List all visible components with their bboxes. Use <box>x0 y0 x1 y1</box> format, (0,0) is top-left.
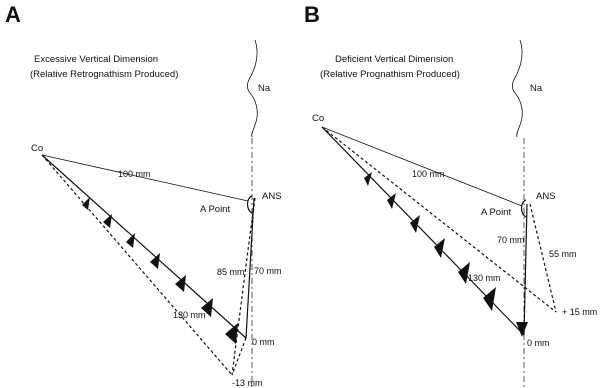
arrow-icon <box>175 275 186 292</box>
panel-a-bottom-dashed <box>231 337 247 376</box>
arrow-icon <box>150 253 160 269</box>
panel-b-co-to-plus15-line <box>321 126 557 313</box>
panel-b: B Deficient Vertical Dimension (Relative… <box>304 2 597 388</box>
arrow-icon <box>410 215 420 233</box>
panel-b-rotation-arrows <box>364 172 528 337</box>
arrow-icon <box>126 233 135 248</box>
panel-b-130mm-label: 130 mm <box>468 273 501 283</box>
panel-a-facial-profile <box>247 39 258 138</box>
arrow-icon <box>82 197 90 210</box>
panel-b-co-to-zero-line <box>321 126 525 336</box>
arrow-icon <box>516 322 528 337</box>
panel-b-subtitle: (Relative Prognathism Produced) <box>320 69 460 80</box>
panel-b-title: Deficient Vertical Dimension <box>335 54 453 65</box>
arrow-icon <box>483 287 496 311</box>
panel-a: A Excessive Vertical Dimension (Relative… <box>5 2 282 388</box>
panel-b-na-label: Na <box>530 83 543 94</box>
panel-b-100mm-label: 100 mm <box>412 169 445 179</box>
panel-a-co-to-zero-line <box>41 154 247 339</box>
arrow-icon <box>434 238 445 258</box>
panel-a-co-a-line <box>41 154 249 202</box>
panel-b-ans-to-plus15-line <box>529 203 557 313</box>
panel-a-rotation-arrows <box>82 197 238 344</box>
panel-a-title: Excessive Vertical Dimension <box>34 54 158 65</box>
panel-a-130mm-label: 130 mm <box>173 310 206 320</box>
panel-a-a-point-label: A Point <box>200 204 230 215</box>
panel-b-plus15mm-label: + 15 mm <box>562 307 597 317</box>
panel-b-55mm-label: 55 mm <box>549 249 577 259</box>
panel-a-minus13mm-label: -13 mm <box>232 378 263 388</box>
panel-a-100mm-label: 100 mm <box>118 169 151 179</box>
arrow-icon <box>364 172 372 186</box>
panel-a-85mm-label: 85 mm <box>217 267 245 277</box>
panel-b-co-label: Co <box>312 113 324 124</box>
arrow-icon <box>387 193 396 209</box>
panel-b-co-a-line <box>321 126 523 207</box>
arrow-icon <box>225 323 238 344</box>
arrow-icon <box>103 214 112 228</box>
panel-a-na-label: Na <box>258 83 271 94</box>
panel-a-a-to-zero-line <box>245 197 255 339</box>
arrow-icon <box>201 298 213 317</box>
panel-b-a-point-label: A Point <box>481 207 511 218</box>
panel-a-ans-to-minus13-line <box>231 197 256 376</box>
panel-a-letter: A <box>5 2 21 27</box>
panel-a-ans-curve <box>246 195 253 214</box>
panel-a-0mm-label: 0 mm <box>252 337 275 347</box>
panel-b-a-to-zero-line <box>523 203 528 336</box>
panel-b-ans-label: ANS <box>536 191 556 202</box>
panel-a-co-to-minus13-line <box>41 154 233 376</box>
panel-a-co-label: Co <box>31 143 43 154</box>
panel-b-facial-profile <box>512 39 523 138</box>
panel-b-0mm-label: 0 mm <box>527 338 550 348</box>
panel-a-subtitle: (Relative Retrognathism Produced) <box>30 69 178 80</box>
panel-b-ans-curve <box>520 199 527 218</box>
arrow-icon <box>458 262 470 284</box>
panel-a-70mm-label: 70 mm <box>254 266 282 276</box>
panel-a-ans-label: ANS <box>262 191 282 202</box>
panel-b-letter: B <box>304 2 320 27</box>
panel-b-70mm-label: 70 mm <box>497 235 525 245</box>
